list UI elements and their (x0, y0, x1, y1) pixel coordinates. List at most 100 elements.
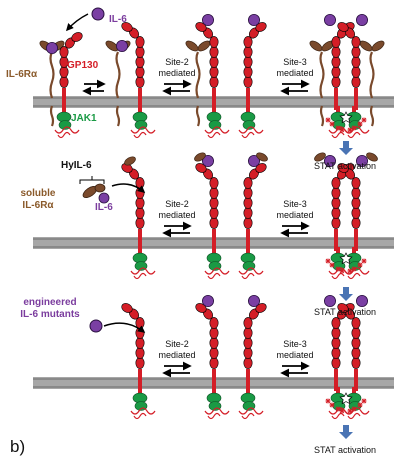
intracellular-tail (344, 267, 370, 280)
gp130-domain (243, 36, 253, 48)
gp130-domain (209, 187, 219, 199)
il6ra-stalk (319, 51, 325, 99)
phosphorylation-mark (325, 258, 331, 264)
phosphorylation-mark (339, 408, 345, 414)
soluble-il6ra-label-line-2: IL-6Rα (22, 200, 54, 211)
row-2 (121, 152, 378, 280)
gp130-stem (212, 369, 216, 391)
gp130-cytoplasmic-stem (138, 106, 142, 114)
il6-ligand-icon (201, 154, 214, 167)
phosphorylation-mark (325, 398, 331, 404)
gp130-domain (243, 46, 253, 58)
gp130-domain (351, 337, 361, 349)
il6ra-tail (49, 105, 55, 127)
gp130-cytoplasmic-stem (336, 247, 340, 255)
gp130-domain (209, 337, 219, 349)
gp130-domain (243, 327, 253, 339)
il6ra-stalk (195, 51, 201, 99)
gp130-domain (209, 357, 219, 369)
gp130-domain (331, 177, 341, 189)
binding-arrows (65, 13, 146, 333)
gp130-domain (121, 303, 133, 313)
il6ra-domain (194, 152, 206, 162)
soluble-il6ra-label-line-1: soluble (20, 188, 55, 199)
site3-label-row-2-line-2: mediated (276, 210, 313, 220)
il6-ligand-icon (91, 7, 105, 21)
intracellular-tail (130, 407, 156, 420)
gp130-domain (243, 217, 253, 229)
il6ra-stalk (369, 51, 375, 99)
complex-column-4 (309, 13, 385, 139)
il6ra-domain (124, 156, 136, 166)
gp130-domain (331, 317, 341, 329)
hyil6-label: HyIL-6 (61, 160, 92, 171)
gp130-domain (135, 56, 145, 68)
gp130-domain (209, 177, 219, 189)
site3-label-row-3-line-1: Site-3 (283, 339, 307, 349)
engineered-label-line-1: engineered (23, 297, 76, 308)
gp130-domain (243, 347, 253, 359)
gp130-domain (135, 337, 145, 349)
complex-column-4 (323, 294, 370, 420)
il6ra-tail (195, 105, 201, 127)
gp130-domain (135, 36, 145, 48)
gp130-domain (331, 207, 341, 219)
intracellular-tail (344, 126, 370, 139)
gp130-domain (209, 56, 219, 68)
gp130-cytoplasmic-stem (212, 106, 216, 114)
gp130-domain (209, 76, 219, 88)
gp130-domain (331, 327, 341, 339)
gp130-domain (135, 207, 145, 219)
gp130-cytoplasmic-stem (352, 247, 356, 255)
gp130-cytoplasmic-stem (336, 106, 340, 114)
il6ra-domain (371, 40, 385, 52)
il6-ligand-icon (323, 13, 336, 26)
gp130-domain (331, 56, 341, 68)
gp130-domain (59, 46, 69, 58)
intracellular-tail (204, 126, 230, 139)
intracellular-tail (238, 267, 264, 280)
il6-ligand-icon (201, 13, 214, 26)
gp130-stem (334, 229, 338, 251)
gp130-domain (331, 36, 341, 48)
intracellular-tail (238, 407, 264, 420)
gp130-domain (337, 163, 349, 173)
il6-ligand-icon (247, 154, 260, 167)
il6ra-domain (256, 152, 268, 162)
activation-star-icon (339, 392, 353, 405)
activation-star-icon (339, 111, 353, 124)
gp130-cytoplasmic-stem (352, 106, 356, 114)
site2-label-row-1-line-2: mediated (158, 68, 195, 78)
complex-column-2 (121, 303, 156, 420)
gp130-domain (331, 347, 341, 359)
il6ra-tail (115, 105, 121, 127)
il6ra-domain (366, 152, 378, 162)
intracellular-tail (204, 407, 230, 420)
gp130-domain (209, 66, 219, 78)
gp130-cytoplasmic-stem (246, 387, 250, 395)
gp130-stem (138, 369, 142, 391)
complex-column-2 (105, 22, 156, 139)
gp130-domain (351, 217, 361, 229)
gp130-domain (209, 217, 219, 229)
gp130-domain (243, 177, 253, 189)
phosphorylation-mark (329, 402, 335, 408)
gp130-stem (334, 88, 338, 110)
gp130-domain (209, 46, 219, 58)
phosphorylation-mark (347, 127, 353, 133)
gp130-domain (135, 46, 145, 58)
gp130-domain (331, 66, 341, 78)
intracellular-tail (204, 267, 230, 280)
gp130-stem (212, 88, 216, 110)
gp130-domain (135, 217, 145, 229)
gp130-cytoplasmic-stem (212, 247, 216, 255)
receptor-layer (39, 13, 385, 420)
gp130-cytoplasmic-stem (138, 387, 142, 395)
panel-label: b) (10, 437, 25, 456)
site2-label-row-2-line-1: Site-2 (165, 199, 189, 209)
gp130-domain (331, 217, 341, 229)
gp130-domain (135, 357, 145, 369)
gp130-cytoplasmic-stem (62, 106, 66, 114)
gp130-domain (331, 46, 341, 58)
gp130-domain (351, 187, 361, 199)
